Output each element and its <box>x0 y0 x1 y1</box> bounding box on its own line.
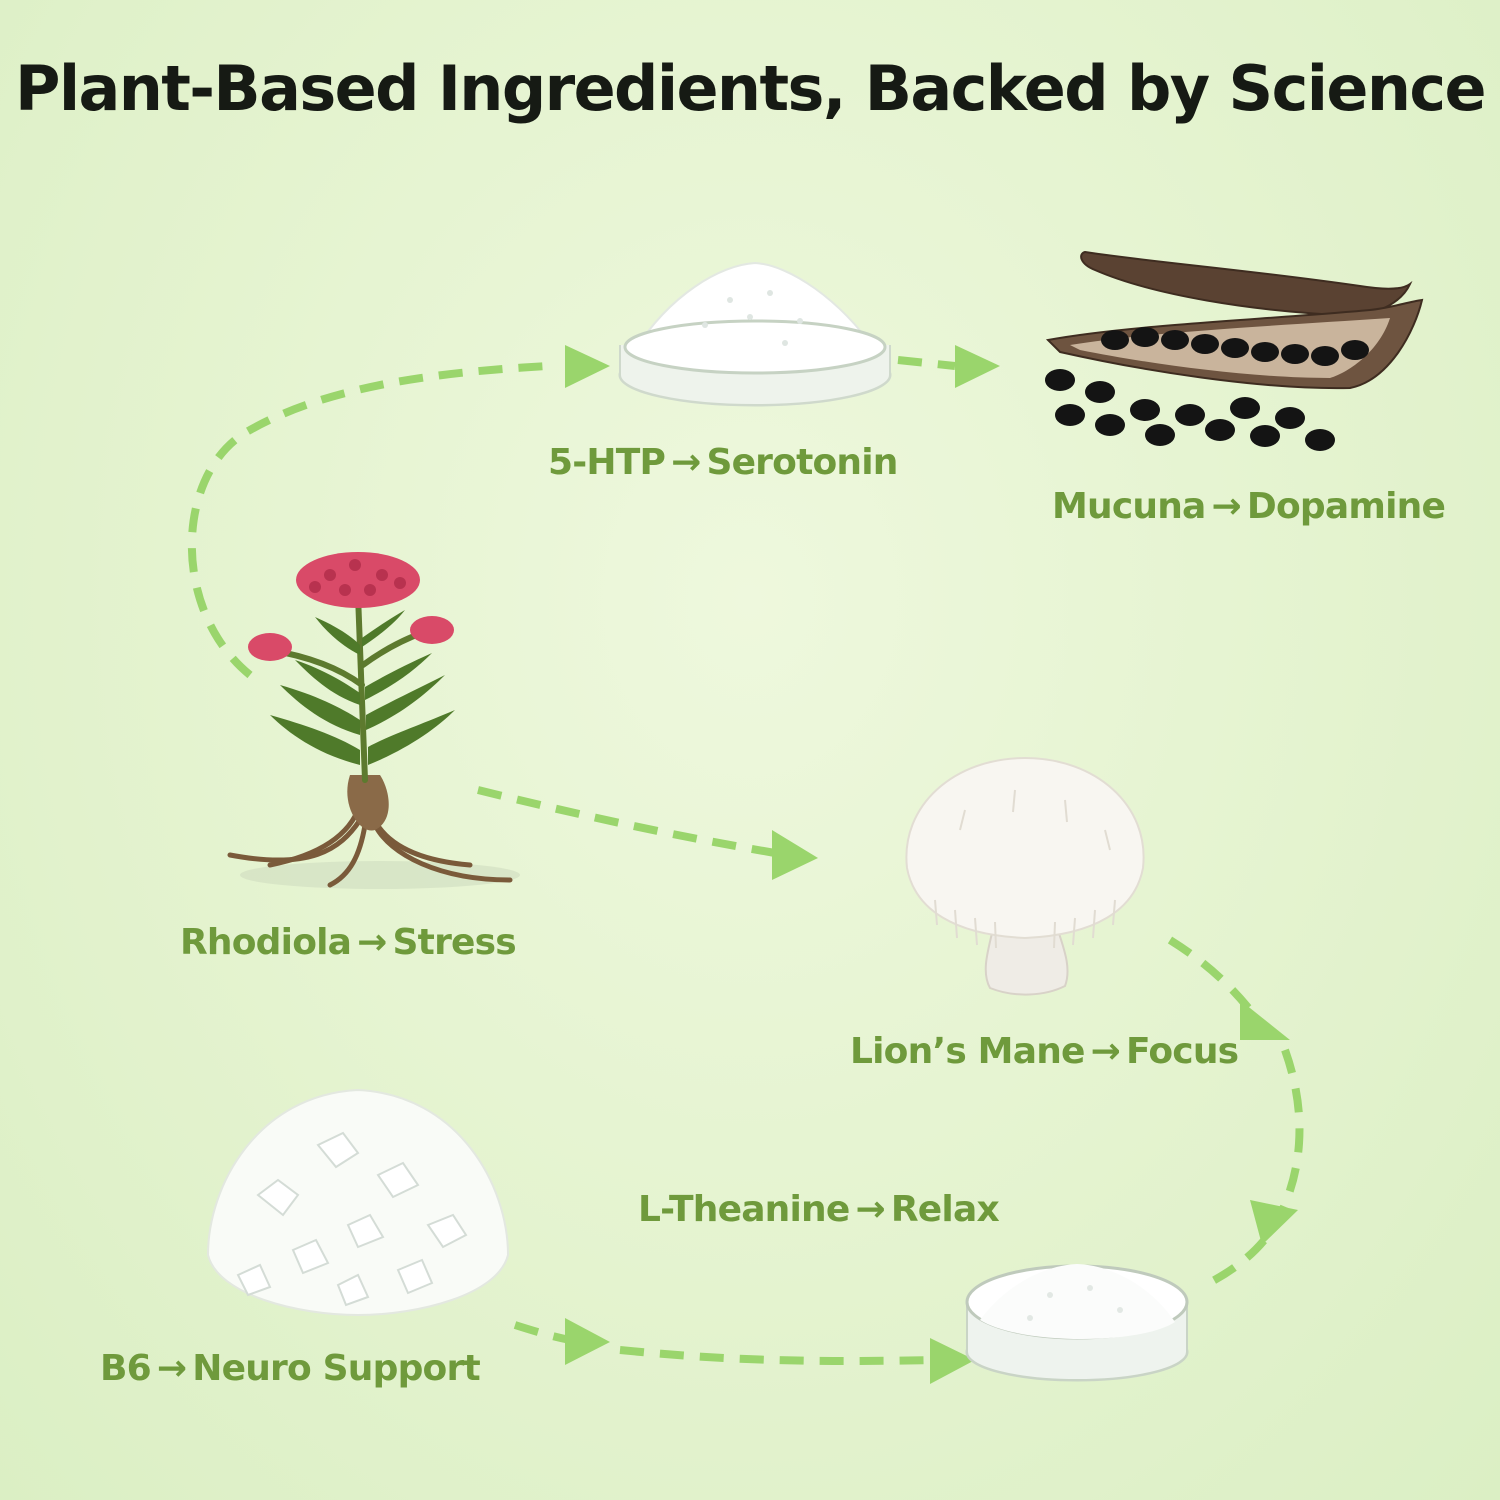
arrowhead <box>565 1318 610 1365</box>
arrow-glyph: → <box>357 922 387 963</box>
ingredient-name: L-Theanine <box>638 1189 850 1230</box>
arrow-glyph: → <box>855 1189 886 1230</box>
label-rhodiola: Rhodiola→Stress <box>180 922 517 963</box>
crystal-dish-icon <box>965 1264 1189 1382</box>
arrowhead <box>955 345 1000 388</box>
rhodiola-plant-icon <box>227 552 520 889</box>
arrowhead <box>1250 1200 1298 1245</box>
label-mucuna: Mucuna→Dopamine <box>1052 486 1446 527</box>
arrowhead <box>930 1338 975 1384</box>
connector-lions-mane-to-l-theanine-upper <box>1167 936 1262 1023</box>
connector-rhodiola-to-lions-mane <box>477 786 776 857</box>
ingredient-name: 5-HTP <box>548 442 666 483</box>
powder-dish-icon <box>618 261 892 407</box>
ingredient-name: Rhodiola <box>180 922 352 963</box>
ingredient-effect: Serotonin <box>706 442 898 483</box>
page-title: Plant-Based Ingredients, Backed by Scien… <box>14 52 1487 125</box>
arrowhead <box>565 345 610 388</box>
arrow-glyph: → <box>156 1348 187 1389</box>
label-5htp: 5-HTP→Serotonin <box>548 442 898 483</box>
ingredient-effect: Dopamine <box>1246 486 1446 527</box>
arrowhead <box>1240 1000 1290 1040</box>
lions-mane-mushroom-icon <box>905 756 1145 996</box>
connector-rhodiola-to-5htp <box>187 362 549 679</box>
label-lions-mane: Lion’s Mane→Focus <box>850 1031 1239 1072</box>
ingredient-effect: Stress <box>392 922 517 963</box>
crystal-pile-icon <box>206 1088 510 1317</box>
arrow-glyph: → <box>1211 486 1242 527</box>
label-b6: B6→Neuro Support <box>100 1348 481 1389</box>
ingredient-effect: Focus <box>1126 1031 1239 1072</box>
ingredient-effect: Relax <box>890 1189 1000 1230</box>
label-l-theanine: L-Theanine→Relax <box>638 1189 1000 1230</box>
arrowhead <box>772 830 818 880</box>
ingredient-effect: Neuro Support <box>192 1348 480 1389</box>
bean-pods-icon <box>1045 250 1424 451</box>
ingredient-name: B6 <box>100 1348 152 1389</box>
ingredient-name: Lion’s Mane <box>850 1031 1085 1072</box>
ingredient-name: Mucuna <box>1052 486 1206 527</box>
connector-lions-mane-to-l-theanine-lower <box>1203 1048 1304 1289</box>
arrow-glyph: → <box>671 442 701 483</box>
connector-5htp-to-mucuna <box>897 356 956 370</box>
arrow-glyph: → <box>1090 1031 1121 1072</box>
